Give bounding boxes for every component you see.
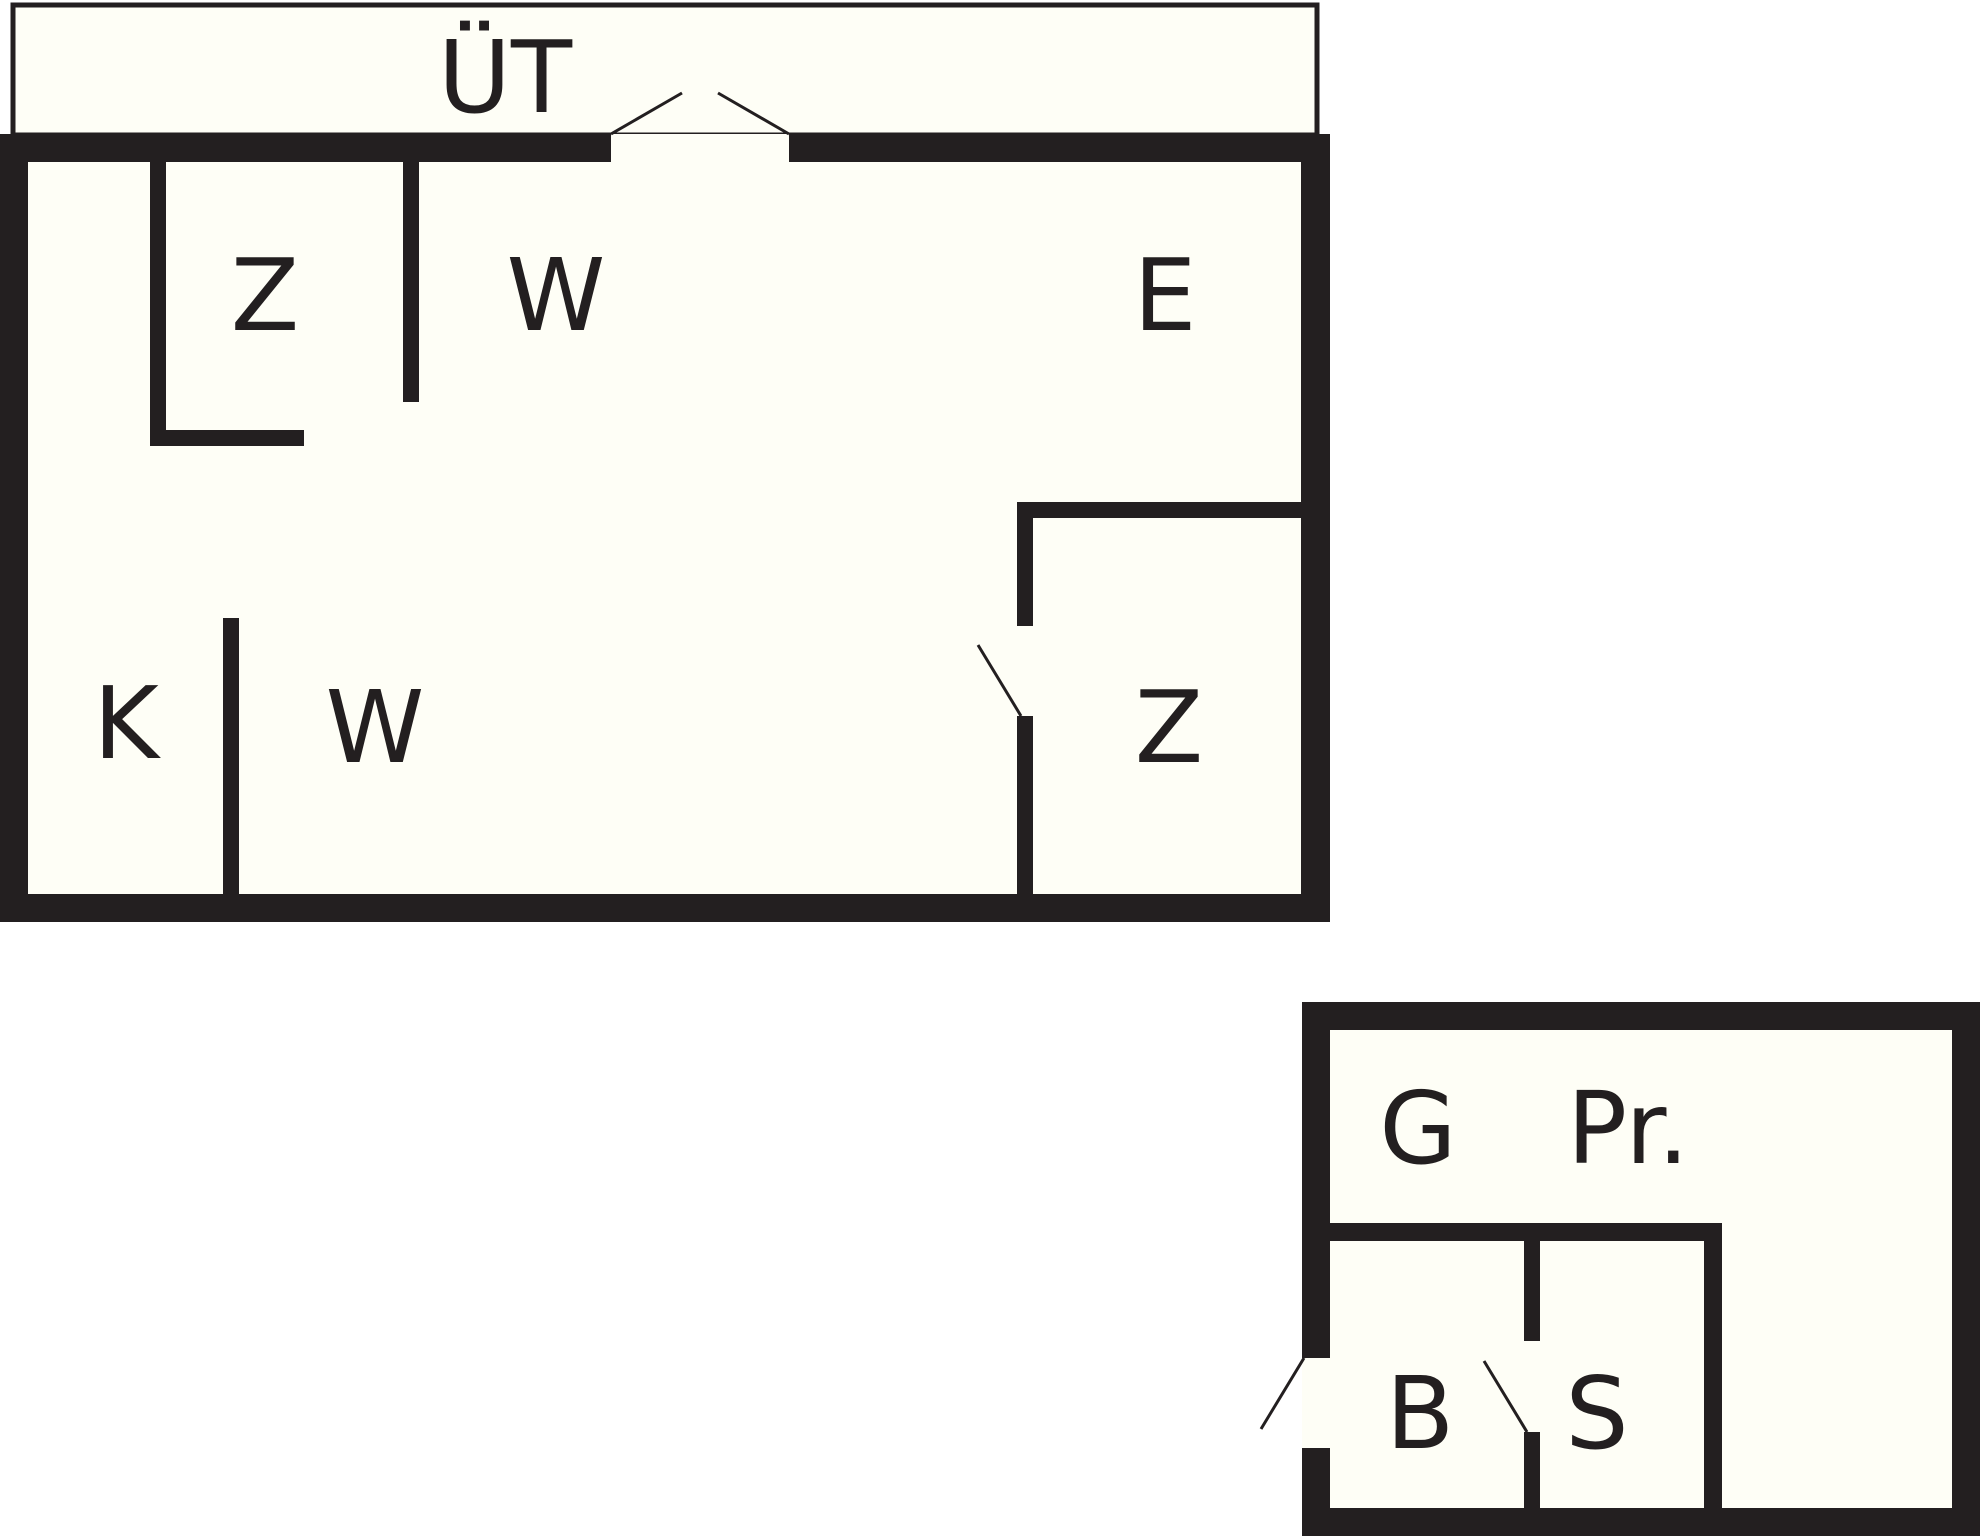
annex-wall-top [1302, 1002, 1980, 1030]
label-annex-left: G [1379, 1070, 1457, 1187]
outer-wall-right [1301, 134, 1330, 922]
room-labels: ÜT Z W E K W Z G Pr. B S [93, 19, 1689, 1472]
annex-bs-door-leaf [1482, 1360, 1529, 1433]
main-unit [0, 91, 1330, 922]
annex-wall-left-upper [1302, 1002, 1330, 1358]
annex-wall-bottom [1302, 1508, 1980, 1536]
balcony-floor [13, 5, 1317, 135]
annex-wall-s-right [1704, 1223, 1722, 1536]
wall-zroom-left-upper [1017, 502, 1033, 626]
wall-zroom-left-lower [1017, 716, 1033, 896]
label-room-top-right: E [1133, 237, 1196, 354]
label-annex-bottom-left: B [1386, 1355, 1455, 1472]
label-annex-right: Pr. [1567, 1070, 1689, 1187]
label-room-bottom-right: Z [1135, 669, 1204, 786]
label-room-bottom-left: K [93, 665, 161, 782]
label-annex-bottom-right: S [1565, 1355, 1628, 1472]
annex-wall-left-lower [1302, 1448, 1330, 1536]
wall-k-partition [223, 618, 239, 896]
annex-floor [1302, 1002, 1980, 1536]
annex-wall-right [1952, 1002, 1980, 1536]
annex-entry-door-leaf [1259, 1357, 1306, 1430]
annex-wall-bs-upper [1524, 1223, 1540, 1341]
label-balcony: ÜT [438, 19, 573, 136]
label-room-bottom-middle: W [326, 669, 425, 786]
balcony-door-right-leaf [717, 91, 790, 136]
outer-wall-bottom [0, 894, 1330, 922]
wall-z-vertical [150, 160, 166, 446]
wall-w-partition [403, 160, 419, 402]
label-room-top-left-small: Z [231, 237, 300, 354]
outer-wall-top-right [789, 134, 1330, 162]
annex-unit [1259, 1002, 1980, 1536]
wall-z-horizontal [150, 430, 304, 446]
zroom-door-leaf [976, 644, 1023, 717]
label-room-top-middle: W [507, 237, 606, 354]
wall-zroom-top [1017, 502, 1303, 518]
balcony-door-left-leaf [610, 91, 683, 136]
annex-wall-mid-horizontal [1302, 1223, 1722, 1241]
outer-wall-top-left [0, 134, 611, 162]
main-floor [0, 134, 1330, 922]
balcony [10, 2, 1320, 138]
outer-wall-left [0, 134, 28, 922]
annex-wall-bs-lower [1524, 1432, 1540, 1536]
